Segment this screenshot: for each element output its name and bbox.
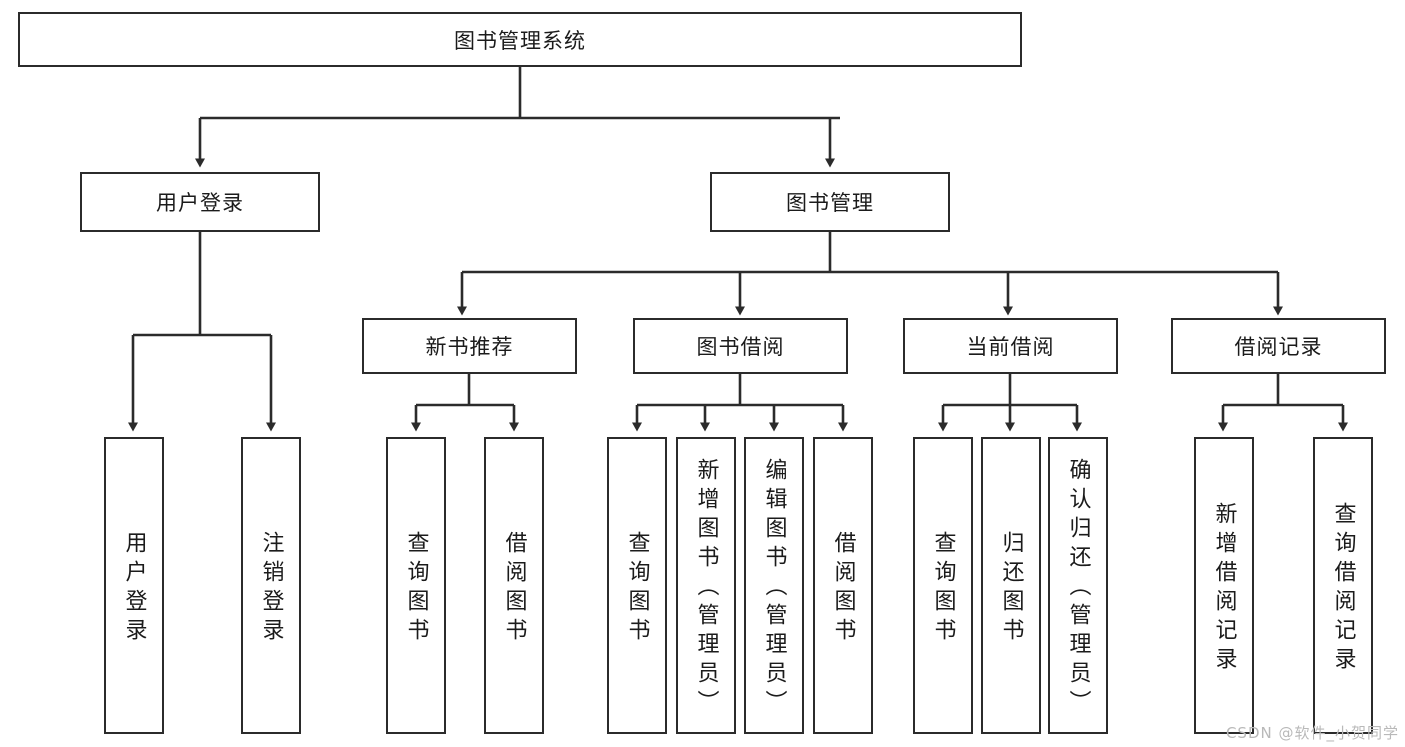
node-label: 图书借阅 bbox=[696, 335, 785, 359]
leaf-record-add-record[interactable]: 新增借阅记录 bbox=[1194, 437, 1254, 734]
node-user-login[interactable]: 用户登录 bbox=[80, 172, 320, 232]
leaf-current-confirm-return-admin[interactable]: 确认归还（管理员） bbox=[1048, 437, 1108, 734]
leaf-recommend-query-book[interactable]: 查询图书 bbox=[386, 437, 446, 734]
leaf-borrow-borrow-book[interactable]: 借阅图书 bbox=[813, 437, 873, 734]
node-label: 借阅记录 bbox=[1234, 335, 1323, 359]
leaf-current-return-book[interactable]: 归还图书 bbox=[981, 437, 1041, 734]
node-label: 查询图书 bbox=[403, 530, 429, 647]
leaf-current-query-book[interactable]: 查询图书 bbox=[913, 437, 973, 734]
node-label: 图书管理 bbox=[786, 191, 874, 215]
node-label: 当前借阅 bbox=[966, 335, 1055, 359]
node-label: 用户登录 bbox=[156, 191, 244, 215]
node-label: 归还图书 bbox=[998, 530, 1024, 647]
node-label: 注销登录 bbox=[258, 530, 284, 647]
node-book-borrow[interactable]: 图书借阅 bbox=[633, 318, 848, 374]
node-current-borrow[interactable]: 当前借阅 bbox=[903, 318, 1118, 374]
node-label: 新增图书（管理员） bbox=[693, 458, 719, 719]
leaf-borrow-edit-book-admin[interactable]: 编辑图书（管理员） bbox=[744, 437, 804, 734]
node-root-system[interactable]: 图书管理系统 bbox=[18, 12, 1022, 67]
node-label: 借阅图书 bbox=[830, 530, 856, 647]
leaf-record-query-record[interactable]: 查询借阅记录 bbox=[1313, 437, 1373, 734]
node-label: 查询图书 bbox=[624, 530, 650, 647]
node-label: 确认归还（管理员） bbox=[1065, 458, 1091, 719]
leaf-recommend-borrow-book[interactable]: 借阅图书 bbox=[484, 437, 544, 734]
node-label: 新书推荐 bbox=[425, 335, 514, 359]
node-label: 借阅图书 bbox=[501, 530, 527, 647]
node-borrow-record[interactable]: 借阅记录 bbox=[1171, 318, 1386, 374]
leaf-borrow-add-book-admin[interactable]: 新增图书（管理员） bbox=[676, 437, 736, 734]
node-label: 查询借阅记录 bbox=[1330, 501, 1356, 676]
leaf-user-login-logout[interactable]: 注销登录 bbox=[241, 437, 301, 734]
watermark-csdn: CSDN @软件_小贺同学 bbox=[1225, 724, 1399, 742]
node-label: 查询图书 bbox=[930, 530, 956, 647]
node-label: 新增借阅记录 bbox=[1211, 501, 1237, 676]
node-label: 编辑图书（管理员） bbox=[761, 458, 787, 719]
leaf-borrow-query-book[interactable]: 查询图书 bbox=[607, 437, 667, 734]
node-new-book-recommend[interactable]: 新书推荐 bbox=[362, 318, 577, 374]
node-label: 用户登录 bbox=[121, 530, 147, 647]
node-book-management[interactable]: 图书管理 bbox=[710, 172, 950, 232]
leaf-user-login-login[interactable]: 用户登录 bbox=[104, 437, 164, 734]
node-label: 图书管理系统 bbox=[454, 28, 586, 53]
